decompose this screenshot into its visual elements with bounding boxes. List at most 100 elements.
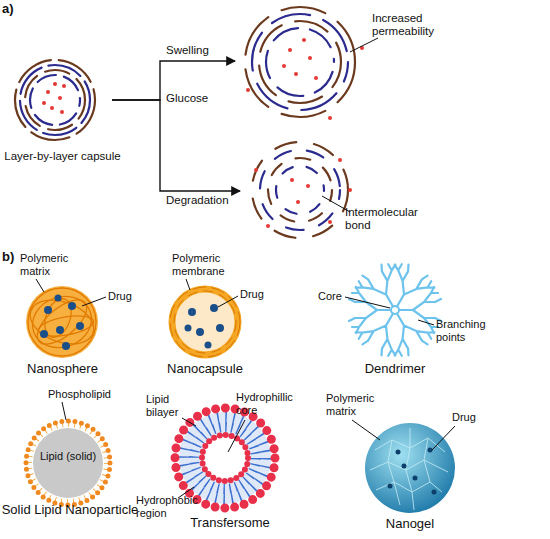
nanosphere-art: [37, 312, 95, 339]
drug-dots: [42, 101, 46, 105]
particle-node: Polymeric membraneDrugNanocapsule: [140, 250, 280, 380]
drug-dots: [60, 110, 64, 114]
lbl-capsule: [15, 60, 95, 140]
capsule-node: Increased permeability: [235, 0, 365, 122]
nanogel-art: [406, 428, 414, 510]
degraded-capsule: [276, 166, 324, 214]
lbl-capsule: [20, 65, 90, 135]
nanogel-art: [388, 484, 393, 489]
nanogel-art: [424, 438, 430, 482]
sln-art: [33, 428, 103, 498]
degraded-capsule: [252, 142, 348, 238]
nanocapsule-art: [205, 342, 212, 349]
nanocapsule-art: [216, 324, 224, 332]
drug-dots: [254, 158, 352, 228]
nanocapsule-art: [188, 308, 196, 316]
nanogel-art: [388, 440, 400, 505]
particle-node: CoreBranching pointsDendrimer: [295, 250, 495, 380]
callout-label: Phospholipid: [48, 388, 138, 401]
callout-label: Lipid (solid): [38, 450, 98, 463]
drug-dots: [296, 200, 300, 204]
nanosphere-art: [76, 322, 84, 330]
nanosphere-art: [26, 286, 98, 358]
transfersome-art: [202, 435, 248, 481]
leader-line: [352, 420, 380, 440]
drug-dots: [306, 184, 310, 188]
drug-dots: [42, 82, 66, 114]
transfersome-art: [175, 408, 275, 508]
callout-label: Polymeric matrix: [326, 392, 396, 417]
nanosphere-art: [40, 330, 48, 338]
nanocapsule-art: [174, 291, 236, 353]
leader-line: [186, 279, 190, 290]
panel-label: a): [2, 2, 32, 17]
nanocapsule-art: [210, 304, 218, 312]
particle-name: Transfersome: [175, 516, 285, 531]
drug-dots: [348, 188, 352, 192]
swollen-capsule: [252, 14, 348, 110]
nanogel-art: [402, 464, 407, 469]
nanosphere-art: [24, 286, 100, 358]
drug-dots: [314, 76, 318, 80]
drug-dots: [246, 88, 250, 92]
swollen-capsule: [245, 7, 355, 117]
branch-arrow: [112, 100, 240, 191]
transfersome-art: [175, 408, 275, 508]
drug-dots: [328, 116, 332, 120]
leader-line: [345, 297, 390, 308]
leader-line: [218, 296, 238, 307]
nanocapsule-art: [169, 286, 241, 358]
dendrimer-art: [349, 259, 441, 362]
particle-name: Solid Lipid Nanoparticle: [0, 503, 140, 518]
drug-dots: [308, 56, 312, 60]
nanosphere-art: [40, 295, 84, 351]
drug-dots: [254, 168, 258, 172]
leader-line: [432, 426, 455, 450]
leader-line: [418, 320, 434, 325]
leader-line: [36, 279, 44, 292]
nanocapsule-art: [185, 304, 225, 349]
lbl-capsule: [30, 75, 80, 125]
sln-art: [26, 421, 110, 505]
callout-label: Increased permeability: [372, 12, 462, 38]
nanocapsule-art: [185, 325, 192, 332]
drug-dots: [46, 90, 50, 94]
nanosphere-art: [25, 288, 98, 356]
drug-dots: [328, 220, 332, 224]
particle-name: Nanocapsule: [140, 362, 270, 377]
nanocapsule-art: [169, 286, 241, 358]
swollen-capsule: [266, 28, 334, 96]
callout-label: Drug: [240, 288, 280, 301]
nanosphere-art: [55, 295, 62, 302]
degraded-capsule: [252, 142, 348, 238]
drug-dots: [338, 158, 342, 162]
drug-dots: [302, 38, 306, 42]
particle-name: Dendrimer: [330, 362, 460, 377]
nanosphere-art: [28, 288, 96, 356]
nanogel-art: [428, 448, 433, 453]
edge-label: Degradation: [166, 194, 256, 207]
nanocapsule-art: [196, 328, 204, 336]
dendrimer-art: [377, 259, 438, 318]
edge-label: Swelling: [166, 44, 246, 57]
nanocapsule-art: [170, 287, 240, 357]
drug-dots: [282, 64, 286, 68]
nanosphere-art: [44, 306, 52, 314]
lbl-capsule: [25, 70, 85, 130]
swollen-capsule: [245, 7, 355, 117]
drug-dots: [53, 82, 57, 86]
nanosphere-art: [62, 342, 70, 350]
nanogel-art: [365, 423, 455, 513]
degraded-capsule: [268, 158, 332, 222]
particle-node: Polymeric matrixDrugNanogel: [320, 385, 500, 539]
drug-dots: [294, 72, 298, 76]
nanosphere-art: [68, 302, 76, 310]
particle-name: Nanosphere: [0, 362, 125, 377]
branch-arrow: [112, 61, 235, 100]
particle-node: PhospholipidLipid (solid) Solid Lipid Nan…: [0, 385, 150, 539]
callout-label: Hydrophillic core: [236, 391, 308, 416]
callout-label: Core: [318, 290, 358, 303]
transfersome-art: [184, 417, 266, 499]
